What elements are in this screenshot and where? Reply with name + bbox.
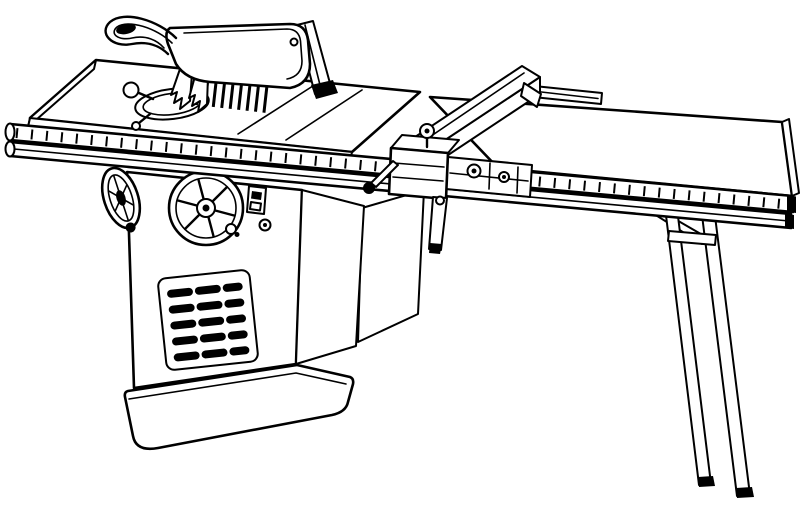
wheel-spoke <box>207 216 215 238</box>
fence-lever-ball <box>363 182 375 194</box>
miter-lock-knob <box>131 121 141 131</box>
cabinet-right-side <box>295 189 365 365</box>
rail-end-cap-right <box>787 195 796 213</box>
front-leg-foot <box>736 487 754 498</box>
support-legs <box>621 192 754 498</box>
base-skirt <box>123 363 355 451</box>
side-wheel-knob <box>125 222 136 233</box>
miter-handle-stem <box>137 91 155 101</box>
cabinet-knob-dot <box>263 223 267 227</box>
fence-top-knob-dot <box>424 128 430 134</box>
rail-end-cap-left <box>4 140 16 158</box>
louver-row <box>168 298 245 314</box>
rear-leg-foot <box>698 476 715 487</box>
power-switch <box>246 185 272 232</box>
fence-rear-hook <box>520 82 542 108</box>
guard-bolt <box>289 37 299 47</box>
rail-end-cap-left <box>4 122 16 142</box>
leg-stretcher <box>667 230 717 246</box>
switch-on-button <box>251 191 262 200</box>
fence-lock-lever <box>370 160 399 188</box>
rear-rail-line <box>536 90 599 100</box>
blade-guard <box>104 15 338 99</box>
clamp-tip <box>429 243 442 254</box>
miter-handle-knob <box>122 81 140 99</box>
rip-fence <box>363 65 542 254</box>
cabinet <box>125 170 425 390</box>
bracket-knob-dot <box>471 168 477 174</box>
handwheel-side <box>100 166 142 233</box>
extension-table-right-edge <box>781 118 800 197</box>
base-seam <box>128 372 347 400</box>
louver-row <box>167 282 243 298</box>
guard-body-line <box>183 28 303 80</box>
guard-handle-slot <box>116 23 136 35</box>
saw-blade <box>194 67 271 113</box>
pawl <box>170 65 193 110</box>
miter-lock-stem <box>137 112 152 125</box>
fence-head-line <box>392 176 444 182</box>
wheel-spoke <box>214 209 236 217</box>
switch-off-button <box>249 201 262 212</box>
guard-handle-outer <box>104 15 178 56</box>
guard-bracket-foot <box>311 80 338 99</box>
louver-vents <box>157 269 259 371</box>
wheel-rim-inner <box>175 177 237 239</box>
bracket-detail <box>488 162 491 190</box>
louver-row <box>172 330 248 346</box>
wheel-crank-tip <box>234 232 240 237</box>
rail-end-cap-right <box>785 213 794 229</box>
blade-hatch <box>194 67 271 113</box>
table-seam <box>237 83 317 135</box>
louver-row <box>173 346 250 362</box>
fence-head-line <box>393 162 445 168</box>
table-seam <box>285 89 363 141</box>
clamp-pivot <box>435 195 445 206</box>
wheel-crank-knob <box>225 223 237 235</box>
fence-head-front <box>387 146 450 201</box>
wheel-spoke <box>197 178 205 200</box>
wheel-spoke <box>183 213 201 231</box>
cabinet-base <box>123 363 355 451</box>
bracket-detail <box>516 166 519 194</box>
motor-cover-panel <box>357 189 425 343</box>
handwheel-front <box>167 169 245 247</box>
louver-row <box>170 314 247 330</box>
wheel-spoke <box>176 199 198 207</box>
wheel-hub-dot <box>202 204 210 212</box>
side-wheel-inner <box>107 174 135 222</box>
bracket-knob-dot <box>502 175 506 179</box>
side-wheel-hub <box>116 190 126 206</box>
guard-handle-inner <box>113 23 173 49</box>
front-leg <box>700 206 751 497</box>
rail-scale-ticks <box>15 128 789 210</box>
wheel-spoke <box>211 185 229 203</box>
